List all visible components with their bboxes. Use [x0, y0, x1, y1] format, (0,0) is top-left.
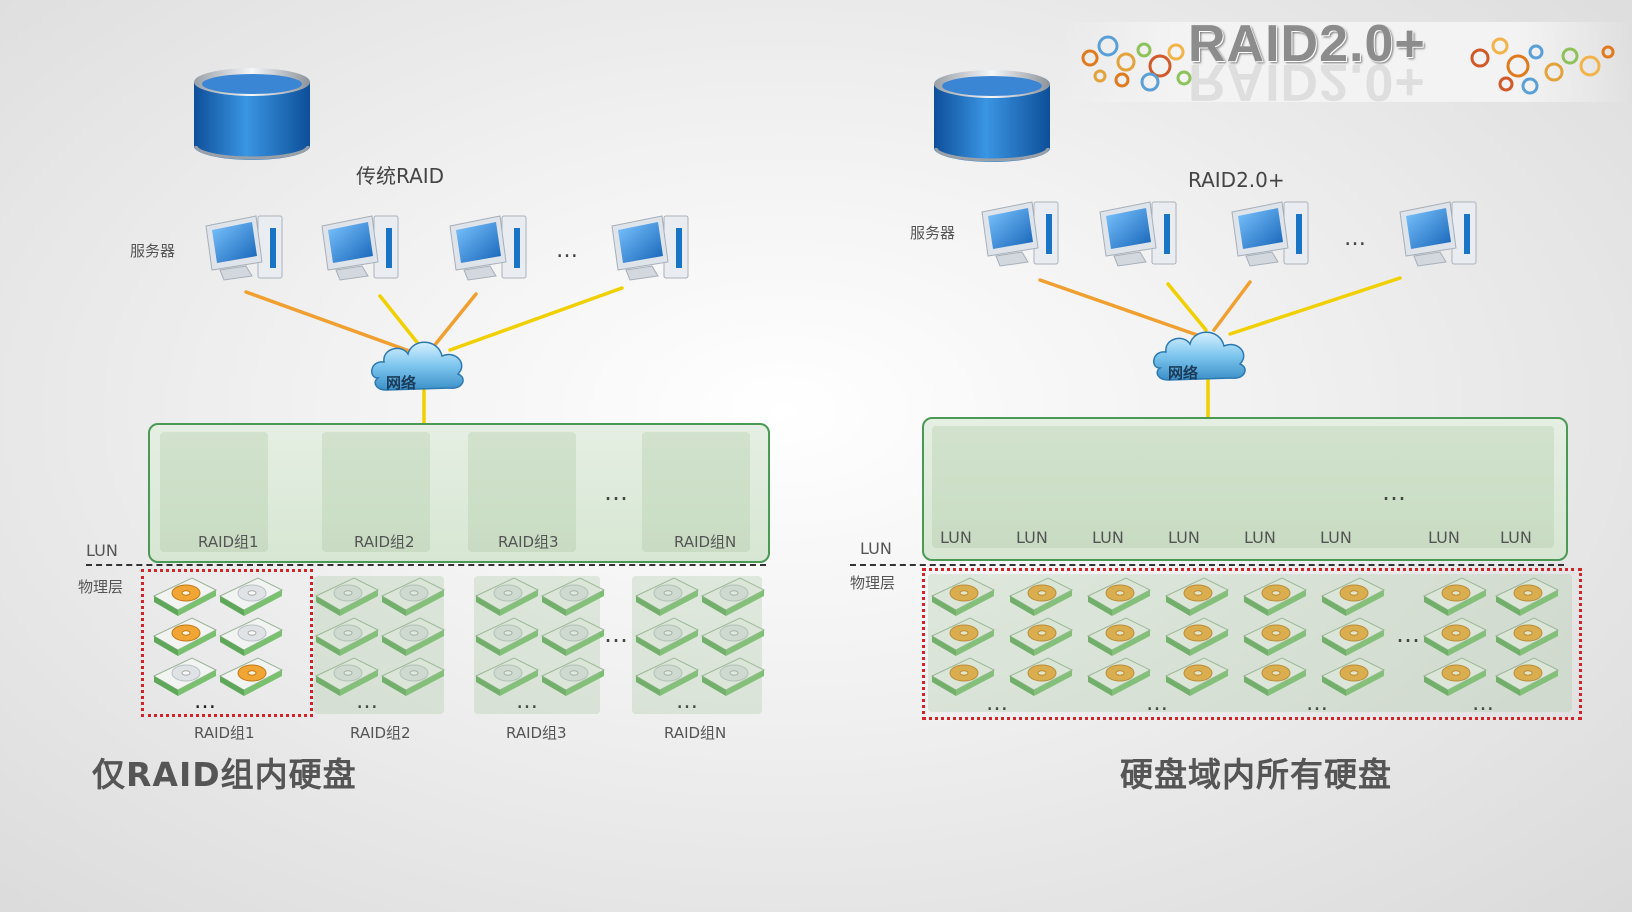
right-hdd-ellipsis-2: … [1146, 691, 1168, 716]
left-disk-group-label-3: RAID组3 [506, 724, 567, 742]
right-cloud-label: 网络 [1168, 364, 1199, 382]
right-caption: 硬盘域内所有硬盘 [1120, 755, 1392, 794]
right-hdd-ellipsis-3: … [1306, 691, 1328, 716]
left-caption: 仅RAID组内硬盘 [92, 755, 357, 794]
right-storage-database-icon [932, 68, 1052, 164]
left-disk-group-label-1: RAID组1 [194, 724, 255, 742]
right-link-1 [1038, 278, 1202, 338]
molecule-ring-16 [1561, 47, 1579, 65]
molecule-ring-7 [1114, 72, 1130, 88]
logo-text: RAID2.0+ [1188, 15, 1426, 73]
left-disk-group-label-2: RAID组2 [350, 724, 411, 742]
right-server-label: 服务器 [910, 224, 956, 242]
left-link-3 [432, 292, 478, 348]
left-server-pc-icon-4 [611, 215, 689, 281]
left-lun-group-label-1: RAID组1 [198, 533, 259, 551]
left-hdd-ellipsis-g2: … [356, 689, 378, 714]
right-server-pc-icon-3 [1231, 201, 1309, 267]
right-hdd-ellipsis-4: … [1472, 691, 1494, 716]
left-lun-group-label-n: RAID组N [674, 533, 737, 551]
left-server-pc-icon-3 [449, 215, 527, 281]
left-cloud-label: 网络 [386, 374, 417, 392]
right-lun-label-6: LUN [1320, 528, 1352, 547]
left-disk-group-2 [314, 576, 444, 714]
right-lun-label-8: LUN [1500, 528, 1532, 547]
left-server-pc-icon-1 [205, 215, 283, 281]
molecule-ring-8 [1140, 72, 1160, 92]
molecule-ring-10 [1176, 70, 1192, 86]
left-disk-group-3 [474, 576, 600, 714]
right-lun-label-3: LUN [1092, 528, 1124, 547]
molecule-ring-11 [1470, 48, 1490, 68]
left-hdd-ellipsis-g1: … [194, 689, 216, 714]
left-hdd-ellipsis-g3: … [516, 689, 538, 714]
molecule-ring-1 [1081, 49, 1099, 67]
molecule-ring-12 [1491, 37, 1509, 55]
left-lun-layer-label: LUN [86, 541, 118, 560]
left-server-pc-icon-2 [321, 215, 399, 281]
left-lun-group-1 [160, 432, 268, 552]
right-lun-box [922, 417, 1568, 561]
left-lun-group-2 [322, 432, 430, 552]
left-link-1 [244, 290, 414, 354]
right-server-pc-icon-1 [981, 201, 1059, 267]
right-disk-ellipsis: … [1396, 620, 1420, 648]
right-lun-layer-label: LUN [860, 539, 892, 558]
left-title: 传统RAID [356, 164, 445, 188]
right-disk-domain [928, 574, 1572, 712]
left-link-4 [448, 286, 624, 352]
left-layer-divider [86, 564, 766, 566]
molecule-ring-4 [1136, 42, 1152, 58]
right-lun-label-2: LUN [1016, 528, 1048, 547]
left-disk-group-n [632, 576, 762, 714]
left-server-label: 服务器 [130, 242, 176, 260]
right-physical-layer-label: 物理层 [850, 574, 896, 592]
right-lun-label-7: LUN [1428, 528, 1460, 547]
left-disk-ellipsis: … [604, 620, 628, 648]
left-storage-database-icon [192, 66, 312, 162]
molecule-ring-2 [1097, 35, 1119, 57]
left-lun-group-label-3: RAID组3 [498, 533, 559, 551]
right-link-4 [1228, 276, 1402, 336]
right-server-pc-icon-4 [1399, 201, 1477, 267]
molecule-ring-18 [1579, 55, 1601, 77]
right-lun-label-4: LUN [1168, 528, 1200, 547]
molecule-ring-5 [1148, 54, 1172, 78]
left-lun-group-n [642, 432, 750, 552]
right-server-ellipsis: … [1344, 226, 1366, 251]
molecule-decoration-icon [1081, 35, 1615, 95]
left-lun-box [148, 423, 770, 563]
molecule-ring-19 [1601, 45, 1615, 59]
right-lun-ellipsis: … [1382, 478, 1406, 506]
left-link-2 [378, 294, 422, 348]
right-lun-label-5: LUN [1244, 528, 1276, 547]
left-server-ellipsis: … [556, 238, 578, 263]
molecule-ring-15 [1544, 62, 1564, 82]
right-link-3 [1212, 280, 1252, 332]
left-lun-group-3 [468, 432, 576, 552]
left-lun-group-label-2: RAID组2 [354, 533, 415, 551]
molecule-ring-20 [1521, 77, 1539, 95]
right-disk-domain-dotted [922, 568, 1582, 720]
right-title: RAID2.0+ [1188, 168, 1285, 192]
right-link-2 [1166, 282, 1208, 332]
right-layer-divider [850, 564, 1564, 566]
molecule-ring-13 [1506, 54, 1530, 78]
left-lun-ellipsis: … [604, 478, 628, 506]
left-hdd-ellipsis-g4: … [676, 689, 698, 714]
left-physical-layer-label: 物理层 [78, 578, 124, 596]
molecule-ring-14 [1528, 44, 1544, 60]
right-lun-group [932, 426, 1554, 548]
right-hdd-ellipsis-1: … [986, 691, 1008, 716]
right-server-pc-icon-2 [1099, 201, 1177, 267]
right-lun-label-1: LUN [940, 528, 972, 547]
left-disk-group-label-n: RAID组N [664, 724, 727, 742]
molecule-ring-9 [1093, 69, 1107, 83]
molecule-ring-6 [1167, 43, 1185, 61]
molecule-ring-17 [1498, 76, 1514, 92]
left-disk-group-1-dotted [141, 569, 313, 717]
molecule-ring-3 [1116, 52, 1136, 72]
